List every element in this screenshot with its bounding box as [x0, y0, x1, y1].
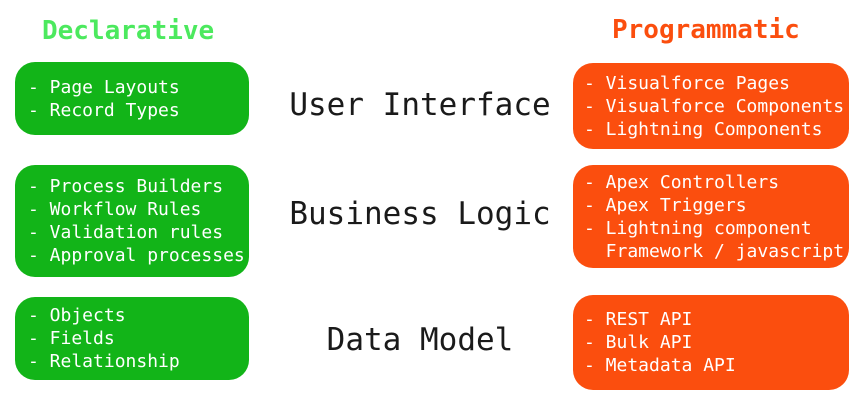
list-item: - Visualforce Components — [584, 95, 845, 117]
row-label-business-logic: Business Logic — [289, 196, 551, 232]
row-label-user-interface: User Interface — [289, 87, 551, 123]
list-item: - Relationship — [28, 351, 180, 372]
list-item: - Objects — [28, 305, 126, 326]
list-item: - Lightning component — [584, 217, 812, 239]
list-item: - Apex Triggers — [584, 194, 747, 216]
programmatic-box-business-logic: - Apex Controllers - Apex Triggers - Lig… — [573, 165, 849, 268]
list-item: - Process Builders — [28, 176, 224, 197]
list-item: - Record Types — [28, 99, 180, 121]
declarative-box-data-model: - Objects - Fields - Relationship — [15, 297, 249, 380]
list-item: - Metadata API — [584, 355, 736, 376]
programmatic-box-data-model: - REST API - Bulk API - Metadata API — [573, 295, 849, 390]
list-item: - REST API — [584, 309, 693, 330]
list-item: - Apex Controllers — [584, 171, 780, 193]
list-item: - Bulk API — [584, 332, 693, 353]
list-item: - Page Layouts — [28, 76, 180, 98]
list-item: Framework / javascript — [584, 240, 845, 262]
list-item: - Fields — [28, 328, 115, 349]
list-item: - Workflow Rules — [28, 199, 202, 220]
list-item: - Lightning Components — [584, 118, 823, 140]
list-item: - Visualforce Pages — [584, 72, 790, 94]
list-item: - Validation rules — [28, 222, 224, 243]
list-item: - Approval processes — [28, 245, 245, 266]
programmatic-column-header: Programmatic — [612, 15, 800, 45]
row-label-data-model: Data Model — [326, 322, 514, 358]
declarative-box-business-logic: - Process Builders - Workflow Rules - Va… — [15, 165, 249, 277]
declarative-box-user-interface: - Page Layouts - Record Types — [15, 62, 249, 135]
programmatic-box-user-interface: - Visualforce Pages - Visualforce Compon… — [573, 63, 849, 149]
declarative-column-header: Declarative — [42, 16, 215, 46]
